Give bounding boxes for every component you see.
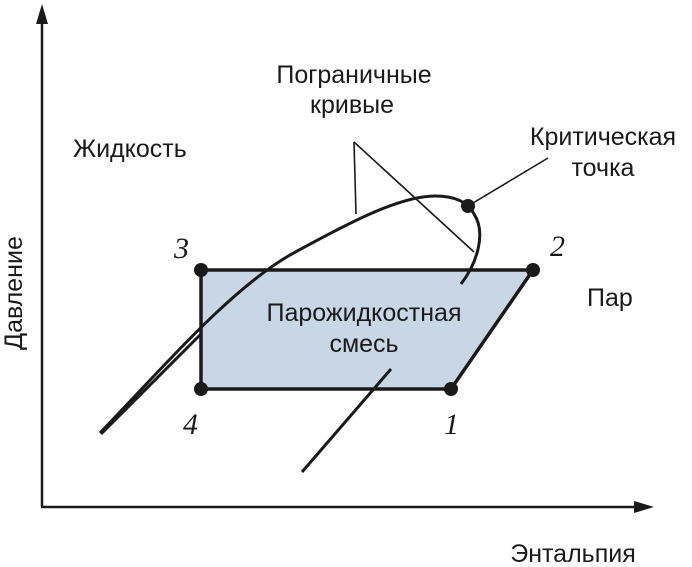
boundary-label-line2: кривые: [310, 91, 394, 119]
saturation-curve: [98, 194, 482, 435]
mixture-label-line2: смесь: [329, 330, 398, 358]
point-1-label: 1: [444, 408, 459, 441]
boundary-leader-left: [353, 141, 357, 215]
point-4-label: 4: [183, 408, 198, 441]
point-4-dot: [194, 382, 208, 396]
critical-label-line1: Критическая: [530, 123, 676, 151]
boundary-label-line1: Пограничные: [276, 61, 431, 89]
critical-leader: [467, 157, 549, 207]
critical-point: [461, 199, 475, 213]
constant-line-right: [300, 368, 393, 473]
y-axis-arrow: [36, 4, 48, 24]
point-1-dot: [444, 382, 458, 396]
x-axis-arrow: [634, 501, 654, 513]
x-axis-label: Энтальпия: [510, 540, 636, 567]
point-3-dot: [194, 263, 208, 277]
point-3-label: 3: [173, 232, 189, 265]
vapor-label: Пар: [587, 284, 633, 312]
point-2-label: 2: [550, 230, 565, 263]
boundary-leader-right: [353, 141, 475, 253]
y-axis-label: Давление: [0, 236, 28, 350]
point-2-dot: [526, 263, 540, 277]
mixture-label-line1: Парожидкостная: [267, 299, 462, 327]
liquid-label: Жидкость: [73, 135, 187, 163]
constant-line-left: [99, 332, 203, 436]
critical-label-line2: точка: [572, 154, 635, 182]
